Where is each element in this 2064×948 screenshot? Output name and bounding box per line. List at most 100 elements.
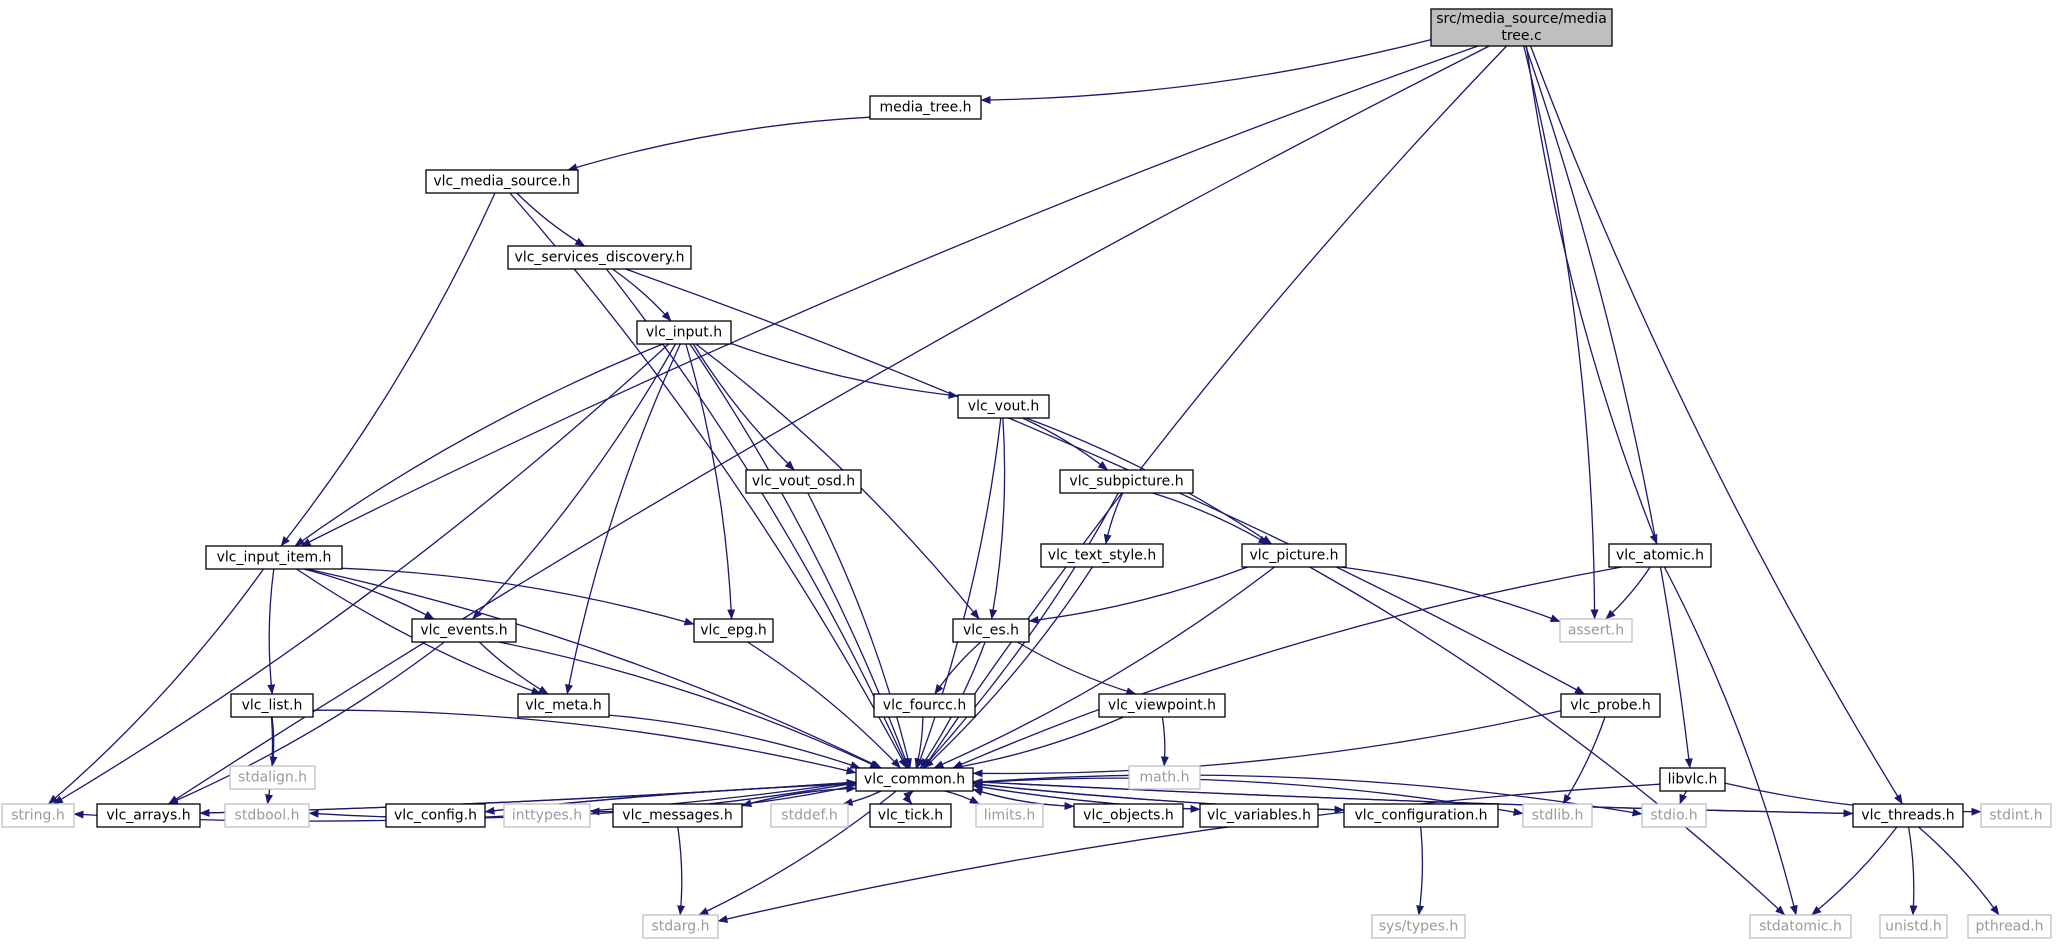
edge-vlc-list-h-to-stdbool-h — [265, 716, 274, 805]
edge-vlc-media-source-h-to-vlc-input-item-h — [280, 192, 496, 547]
node-vlc-services-discovery-h[interactable]: vlc_services_discovery.h — [507, 245, 692, 270]
node-vlc-text-style-h[interactable]: vlc_text_style.h — [1040, 543, 1164, 568]
node-vlc-config-h[interactable]: vlc_config.h — [385, 803, 486, 828]
node-label: vlc_objects.h — [1083, 808, 1174, 824]
edge-vlc-vout-h-to-vlc-subpicture-h — [1022, 417, 1109, 471]
node-vlc-tick-h[interactable]: vlc_tick.h — [869, 803, 952, 828]
edge-root-to-vlc-atomic-h — [1525, 45, 1658, 545]
edge-vlc-input-h-to-vlc-epg-h — [685, 343, 736, 620]
node-vlc-threads-h[interactable]: vlc_threads.h — [1852, 803, 1964, 828]
node-label: vlc_services_discovery.h — [515, 250, 685, 266]
edge-vlc-input-h-to-vlc-vout-osd-h — [692, 343, 795, 471]
edge-root-to-vlc-arrays-h — [168, 45, 1490, 805]
node-box — [1852, 803, 1964, 828]
node-label: inttypes.h — [512, 808, 582, 824]
edge-vlc-vout-h-to-vlc-common-h — [916, 417, 1002, 769]
node-vlc-subpicture-h[interactable]: vlc_subpicture.h — [1059, 469, 1194, 494]
node-vlc-fourcc-h[interactable]: vlc_fourcc.h — [873, 693, 976, 718]
node-vlc-objects-h[interactable]: vlc_objects.h — [1073, 803, 1184, 828]
node-vlc-es-h[interactable]: vlc_es.h — [952, 618, 1030, 643]
node-box — [1128, 765, 1201, 790]
node-label: stdio.h — [1650, 808, 1697, 824]
node-vlc-common-h[interactable]: vlc_common.h — [855, 767, 974, 792]
node-label: stdatomic.h — [1759, 919, 1842, 935]
node-vlc-meta-h[interactable]: vlc_meta.h — [517, 693, 610, 718]
node-box — [1559, 618, 1633, 643]
node-label: vlc_epg.h — [700, 623, 767, 639]
edge-vlc-input-h-to-vlc-meta-h — [565, 343, 681, 695]
node-vlc-list-h[interactable]: vlc_list.h — [230, 693, 314, 718]
node-label: vlc_input.h — [646, 325, 722, 341]
node-vlc-picture-h[interactable]: vlc_picture.h — [1241, 543, 1347, 568]
node-box — [1040, 543, 1164, 568]
node-label: vlc_tick.h — [878, 808, 943, 824]
node-vlc-vout-h[interactable]: vlc_vout.h — [957, 394, 1050, 419]
node-label: vlc_common.h — [864, 772, 965, 788]
node-vlc-messages-h[interactable]: vlc_messages.h — [612, 803, 743, 828]
edge-vlc-input-item-h-to-vlc-events-h — [303, 568, 435, 620]
node-label: pthread.h — [1975, 919, 2043, 935]
node-vlc-input-h[interactable]: vlc_input.h — [636, 320, 732, 345]
node-label: vlc_variables.h — [1207, 808, 1311, 824]
edge-vlc-probe-h-to-stdlib-h — [1562, 716, 1606, 805]
edge-vlc-list-h-to-stdalign-h — [269, 716, 278, 767]
edge-vlc-events-h-to-vlc-arrays-h — [167, 641, 445, 805]
node-vlc-media-source-h[interactable]: vlc_media_source.h — [425, 169, 579, 194]
node-vlc-probe-h[interactable]: vlc_probe.h — [1560, 693, 1661, 718]
node-label: limits.h — [984, 808, 1035, 824]
edge-vlc-input-h-to-vlc-events-h — [472, 343, 677, 620]
node-box — [224, 803, 310, 828]
node-box — [1, 803, 75, 828]
node-label: vlc_vout_osd.h — [752, 474, 855, 490]
node-label: vlc_threads.h — [1861, 808, 1954, 824]
node-math-h: math.h — [1128, 765, 1201, 790]
node-libvlc-h[interactable]: libvlc.h — [1659, 767, 1726, 792]
node-label: vlc_fourcc.h — [883, 698, 966, 714]
node-label: stdbool.h — [235, 808, 300, 824]
edge-root-to-vlc-threads-h — [1529, 45, 1903, 805]
edge-vlc-vout-osd-h-to-vlc-common-h — [807, 492, 912, 769]
node-vlc-input-item-h[interactable]: vlc_input_item.h — [205, 545, 343, 570]
node-label: vlc_atomic.h — [1616, 548, 1704, 564]
edge-vlc-events-h-to-vlc-meta-h — [478, 641, 549, 695]
edge-libvlc-h-to-stdio-h — [1679, 790, 1688, 805]
node-stdatomic-h: stdatomic.h — [1749, 914, 1852, 939]
node-vlc-arrays-h[interactable]: vlc_arrays.h — [96, 803, 201, 828]
edge-vlc-viewpoint-h-to-vlc-common-h — [952, 716, 1124, 771]
node-stdalign-h: stdalign.h — [229, 765, 316, 790]
node-box — [636, 320, 732, 345]
edge-vlc-objects-h-to-vlc-common-h — [972, 788, 1075, 807]
node-label: vlc_subpicture.h — [1069, 474, 1183, 490]
node-vlc-atomic-h[interactable]: vlc_atomic.h — [1608, 543, 1712, 568]
node-box — [507, 245, 692, 270]
node-vlc-viewpoint-h[interactable]: vlc_viewpoint.h — [1098, 693, 1226, 718]
edge-vlc-input-item-h-to-vlc-list-h — [267, 568, 276, 695]
node-limits-h: limits.h — [975, 803, 1044, 828]
edge-root-to-vlc-input-item-h — [300, 45, 1479, 547]
edge-vlc-epg-h-to-vlc-common-h — [747, 641, 901, 769]
edge-libvlc-h-to-stdarg-h — [717, 783, 1661, 923]
node-box — [693, 618, 774, 643]
edge-vlc-services-discovery-h-to-vlc-probe-h — [625, 268, 1585, 695]
node-vlc-epg-h[interactable]: vlc_epg.h — [693, 618, 774, 643]
edge-vlc-input-item-h-to-vlc-epg-h — [341, 567, 695, 626]
node-vlc-vout-osd-h[interactable]: vlc_vout_osd.h — [745, 469, 862, 494]
node-vlc-events-h[interactable]: vlc_events.h — [411, 618, 517, 643]
node-vlc-configuration-h[interactable]: vlc_configuration.h — [1343, 803, 1499, 828]
node-label: vlc_messages.h — [622, 808, 732, 824]
node-label: stddef.h — [781, 808, 837, 824]
edge-vlc-meta-h-to-vlc-common-h — [608, 714, 861, 769]
edge-vlc-subpicture-h-to-vlc-picture-h — [1152, 492, 1269, 545]
edge-vlc-es-h-to-vlc-viewpoint-h — [1016, 641, 1137, 696]
node-box — [385, 803, 486, 828]
node-media-tree-h[interactable]: media_tree.h — [869, 95, 982, 120]
node-label: vlc_meta.h — [525, 698, 602, 714]
node-box — [230, 693, 314, 718]
node-vlc-variables-h[interactable]: vlc_variables.h — [1199, 803, 1319, 828]
node-box — [952, 618, 1030, 643]
edge-vlc-configuration-h-to-sys-types-h — [1416, 826, 1425, 916]
edge-root-to-libvlc-h — [1525, 45, 1693, 769]
node-box — [1967, 914, 2052, 939]
